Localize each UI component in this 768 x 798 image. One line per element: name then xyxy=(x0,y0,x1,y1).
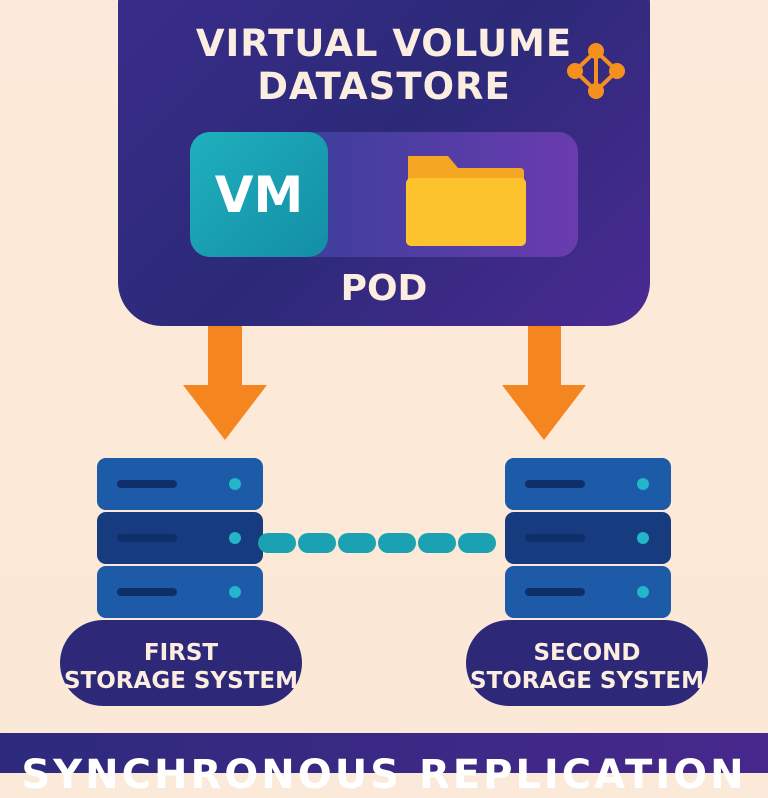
replication-link-dash xyxy=(258,533,296,553)
title-line-1: VIRTUAL VOLUME xyxy=(195,22,573,65)
label-line: STORAGE SYSTEM xyxy=(64,668,298,694)
server-unit xyxy=(505,512,671,564)
network-nodes-icon xyxy=(567,43,625,99)
folder-icon xyxy=(406,156,526,246)
label-line: FIRST xyxy=(143,640,219,666)
label-line: SECOND xyxy=(533,640,641,666)
arrow-down-left xyxy=(183,326,267,440)
first-storage-stack xyxy=(97,458,263,618)
pod-label: POD xyxy=(340,268,428,309)
server-unit xyxy=(505,566,671,618)
label-line: STORAGE SYSTEM xyxy=(470,668,704,694)
replication-link-dash xyxy=(338,533,376,553)
replication-link-dash xyxy=(378,533,416,553)
second-storage-stack xyxy=(505,458,671,618)
vm-box: VM xyxy=(190,132,328,257)
replication-link-dash xyxy=(458,533,496,553)
server-unit xyxy=(505,458,671,510)
replication-link-dash xyxy=(418,533,456,553)
replication-link-dash xyxy=(298,533,336,553)
arrows xyxy=(183,326,586,440)
banner-text: SYNCHRONOUS REPLICATION xyxy=(21,752,747,798)
server-unit xyxy=(97,512,263,564)
server-unit xyxy=(97,458,263,510)
arrow-down-right xyxy=(502,326,586,440)
title-line-2: DATASTORE xyxy=(257,65,511,108)
bottom-banner xyxy=(0,733,768,773)
server-unit xyxy=(97,566,263,618)
